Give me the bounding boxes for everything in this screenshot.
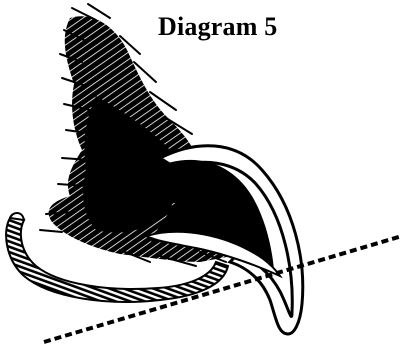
diagram-title: Diagram 5: [158, 12, 278, 42]
